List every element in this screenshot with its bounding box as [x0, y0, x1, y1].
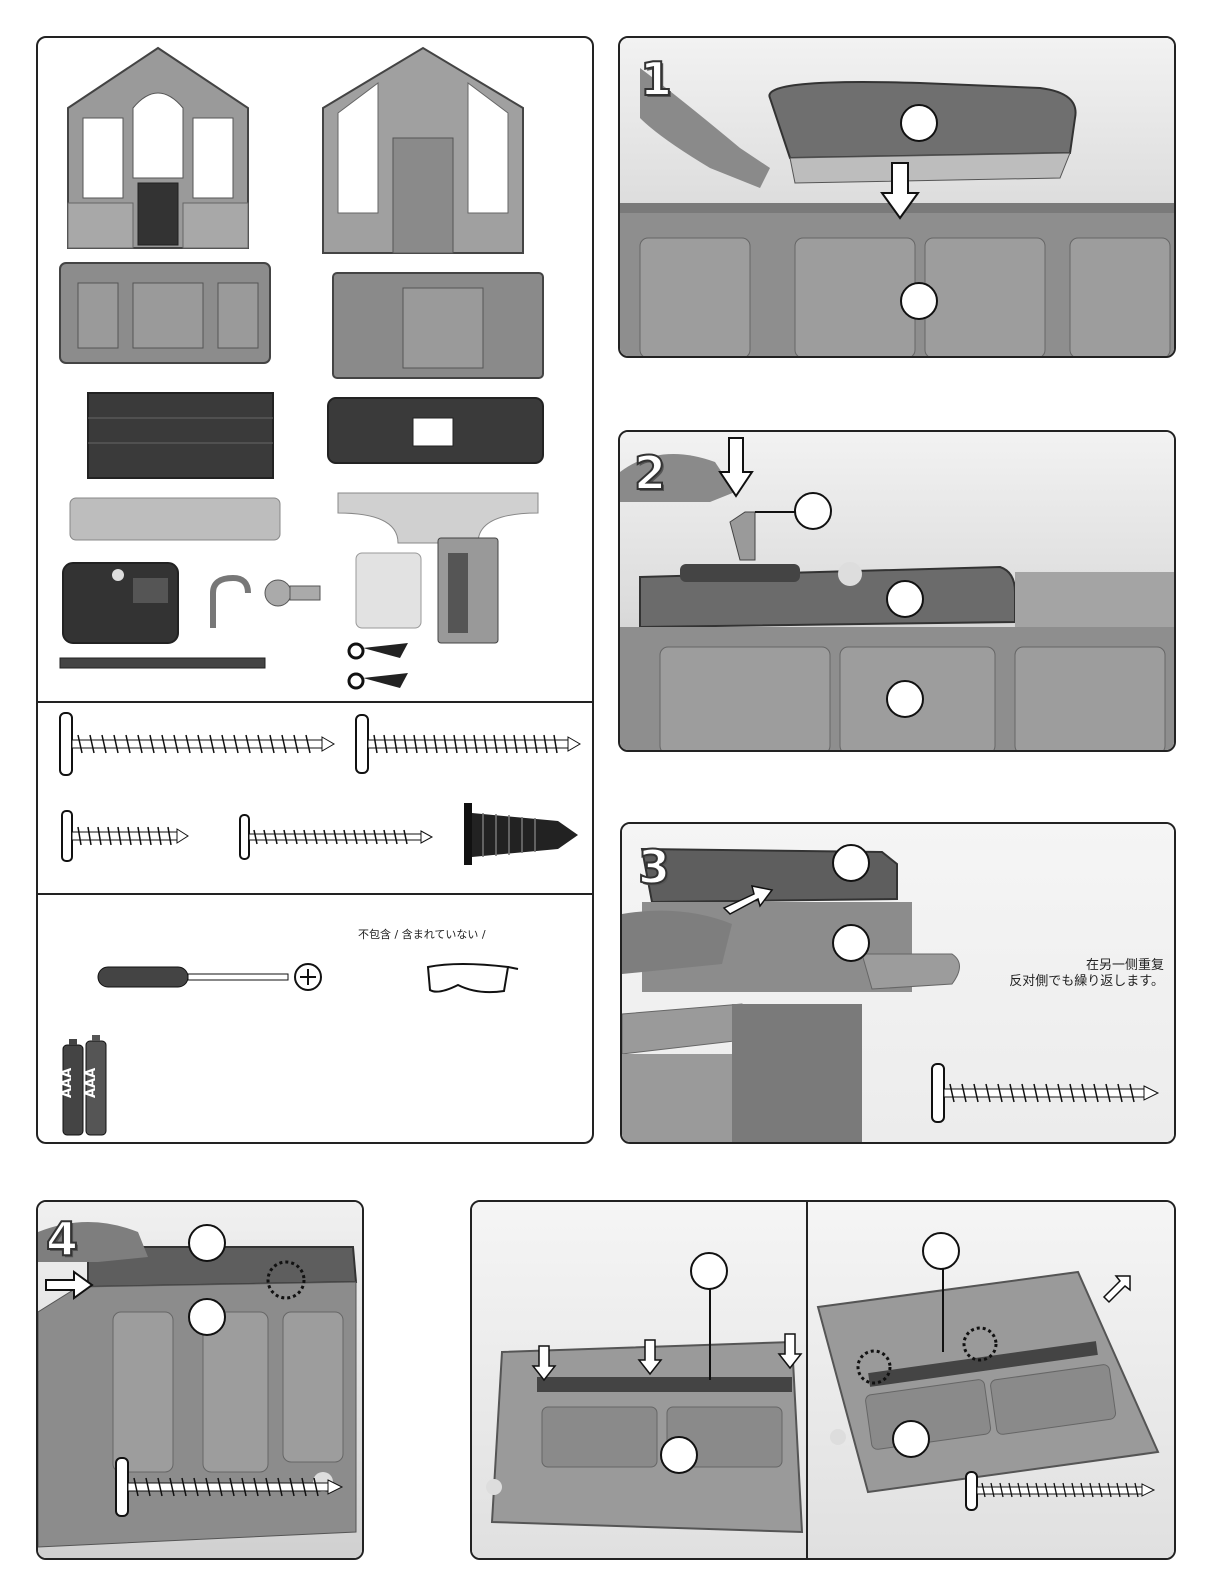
callout-circle [188, 1224, 226, 1262]
battery-label-2: AAA [84, 1068, 99, 1098]
short-screw-icon [62, 811, 188, 861]
long-screw-icon [112, 1454, 352, 1524]
bench-part [70, 498, 280, 540]
callout-circle [886, 680, 924, 718]
down-arrow-icon [778, 1334, 802, 1370]
callout-circle [690, 1252, 728, 1290]
back-cabinet-part [333, 273, 543, 378]
down-arrow-icon [718, 438, 754, 498]
long-screw-icon [928, 1060, 1168, 1130]
step-5-panel [470, 1200, 1176, 1560]
callout-circle [886, 580, 924, 618]
callout-circle [900, 282, 938, 320]
callout-circle [188, 1298, 226, 1336]
down-arrow-icon [880, 163, 920, 223]
push-rivet-icon [464, 803, 578, 865]
right-arrow-icon [46, 1270, 96, 1300]
screws-illustrations [38, 703, 594, 893]
screwdriver-icon [98, 964, 321, 990]
repeat-note: 在另一侧重复 反对側でも繰り返します。 [922, 958, 1164, 990]
arrow-icon [724, 886, 774, 916]
faucet-part [213, 578, 248, 628]
step-number: 1 [640, 52, 672, 106]
step-number: 3 [638, 840, 670, 894]
callout-circle [892, 1420, 930, 1458]
callout-circle [900, 104, 938, 142]
callout-circle [660, 1436, 698, 1474]
thin-screw-icon [240, 815, 432, 859]
step-number: 2 [634, 446, 666, 500]
parts-panel: 不包含 / 含まれていない / AAA AAA [36, 36, 594, 1144]
counter-front-part [328, 398, 543, 463]
safety-glasses-icon [428, 964, 518, 992]
diagonal-arrow-icon [1102, 1274, 1132, 1304]
back-wall-part [323, 48, 523, 253]
step-2-panel: 2 [618, 430, 1176, 752]
front-cabinet-part [60, 263, 270, 363]
clip-part [349, 643, 408, 688]
long-screw-icon [60, 713, 334, 775]
step-number: 4 [46, 1212, 78, 1266]
cover-part [356, 553, 421, 628]
step-1-panel: 1 [618, 36, 1176, 358]
down-arrow-icon [638, 1340, 662, 1376]
callout-circle [832, 924, 870, 962]
medium-screw-icon [356, 715, 580, 773]
step-4-panel: 4 [36, 1200, 364, 1560]
counter-back-part [88, 393, 273, 478]
medium-screw-icon [964, 1470, 1164, 1516]
sink-part [63, 563, 178, 643]
step-3-panel: 在另一侧重复 反对側でも繰り返します。 3 [620, 822, 1176, 1144]
repeat-note-line-2: 反对側でも繰り返します。 [922, 974, 1164, 990]
repeat-note-line-1: 在另一侧重复 [922, 958, 1164, 974]
arch-part [338, 493, 538, 543]
rail-part [60, 658, 265, 668]
down-arrow-icon [532, 1346, 556, 1382]
step-5-left-illustration [472, 1202, 807, 1560]
battery-label-1: AAA [60, 1068, 75, 1098]
parts-illustrations [38, 38, 594, 703]
tools-illustrations [38, 895, 594, 1144]
callout-circle [922, 1232, 960, 1270]
front-wall-part [68, 48, 248, 248]
knob-part [265, 580, 291, 606]
callout-circle [832, 844, 870, 882]
callout-circle [794, 492, 832, 530]
not-included-note: 不包含 / 含まれていない / [358, 926, 486, 942]
